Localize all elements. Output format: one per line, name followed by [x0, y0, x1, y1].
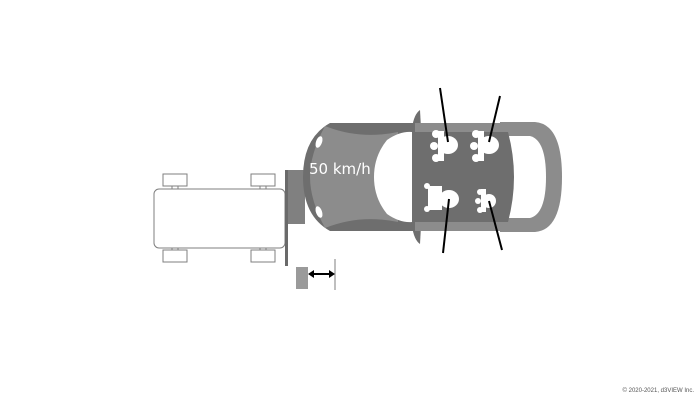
- carrier-body: [153, 188, 286, 249]
- sensor-lines: [439, 87, 503, 254]
- copyright-text: © 2020-2021, d3VIEW Inc.: [622, 388, 694, 394]
- offset-indicator: [296, 259, 336, 290]
- barrier: [285, 170, 305, 266]
- occupant-front-left: [430, 130, 458, 162]
- dummy-head-icon: [438, 136, 458, 154]
- wheel-icon: [162, 173, 188, 187]
- barrier-face: [288, 170, 305, 224]
- test-car: [303, 110, 562, 244]
- wheel-icon: [250, 173, 276, 187]
- speed-label: 50 km/h: [309, 160, 371, 178]
- barrier-carrier: [153, 173, 286, 263]
- arrow-right-icon: [329, 270, 335, 278]
- arrow-left-icon: [308, 270, 314, 278]
- dummy-head-icon: [479, 136, 499, 154]
- wheel-icon: [250, 249, 276, 263]
- occupant-rear-left: [470, 130, 499, 162]
- wheel-icon: [162, 249, 188, 263]
